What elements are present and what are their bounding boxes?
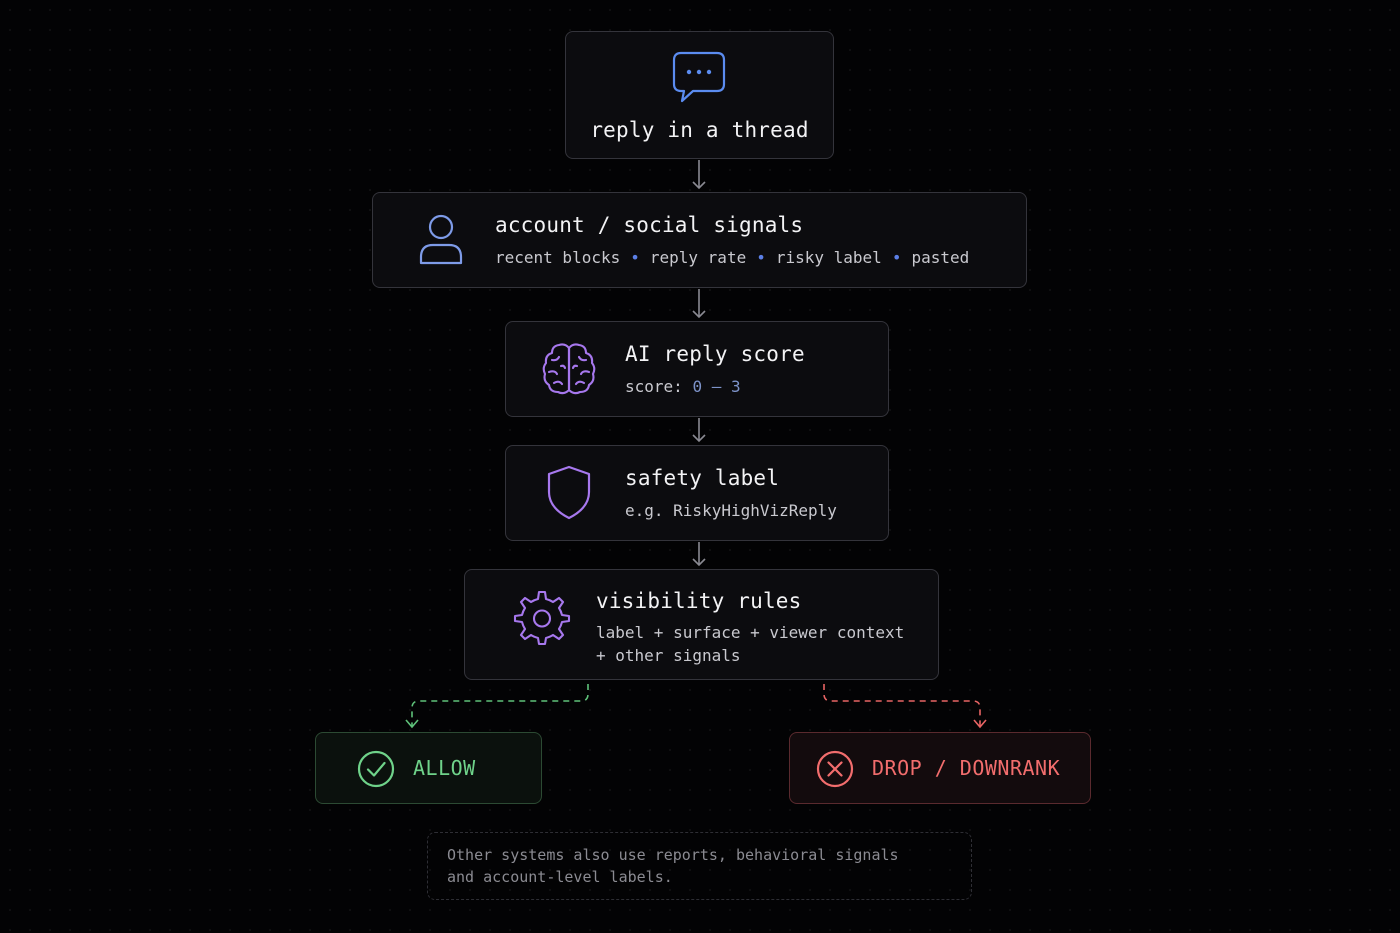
footnote-box: Other systems also use reports, behavior… xyxy=(427,832,972,900)
shield-icon xyxy=(547,465,591,520)
signal-pasted: pasted xyxy=(911,248,970,267)
check-circle-icon xyxy=(357,750,395,788)
safety-example: e.g. RiskyHighVizReply xyxy=(625,501,837,520)
score-prefix: score: xyxy=(625,377,683,396)
reply-node: reply in a thread xyxy=(565,31,834,159)
user-icon xyxy=(419,214,463,265)
arrow-score-to-safety xyxy=(692,418,706,443)
signal-separator: • xyxy=(756,248,766,267)
signal-risky-label: risky label xyxy=(775,248,882,267)
account-signals-node: account / social signals recent blocks•r… xyxy=(372,192,1027,288)
chat-bubble-icon xyxy=(672,51,726,103)
score-range-line: score: 0 – 3 xyxy=(625,377,741,396)
x-circle-icon xyxy=(816,750,854,788)
arrow-reply-to-account xyxy=(692,160,706,190)
footnote-line-2: and account-level labels. xyxy=(447,868,673,886)
allow-outcome: ALLOW xyxy=(315,732,542,804)
brain-icon xyxy=(542,343,596,395)
gear-icon xyxy=(513,590,571,646)
safety-label-node: safety label e.g. RiskyHighVizReply xyxy=(505,445,889,541)
account-signal-list: recent blocks • reply rate • risky label • pas… xyxy=(495,248,969,267)
account-title: account / social signals xyxy=(495,213,804,237)
rules-title: visibility rules xyxy=(596,589,802,613)
signal-reply-rate: reply rate xyxy=(649,248,747,267)
arrow-account-to-score xyxy=(692,289,706,319)
arrow-rules-to-drop xyxy=(823,684,987,729)
reply-title: reply in a thread xyxy=(590,118,809,142)
score-range: 0 – 3 xyxy=(692,377,741,396)
visibility-rules-node: visibility rules label + surface + viewe… xyxy=(464,569,939,680)
allow-label: ALLOW xyxy=(413,756,476,780)
footnote-line-1: Other systems also use reports, behavior… xyxy=(447,846,899,864)
signal-separator: • xyxy=(891,248,902,267)
signal-recent-blocks: recent blocks xyxy=(495,248,621,267)
drop-label: DROP / DOWNRANK xyxy=(872,756,1061,780)
rules-line-1: label + surface + viewer context xyxy=(596,623,905,642)
score-title: AI reply score xyxy=(625,342,805,366)
arrow-rules-to-allow xyxy=(405,684,589,729)
safety-title: safety label xyxy=(625,466,780,490)
drop-outcome: DROP / DOWNRANK xyxy=(789,732,1091,804)
ai-score-node: AI reply score score: 0 – 3 xyxy=(505,321,889,417)
arrow-safety-to-rules xyxy=(692,542,706,567)
signal-separator: • xyxy=(630,248,640,267)
rules-line-2: + other signals xyxy=(596,646,741,665)
